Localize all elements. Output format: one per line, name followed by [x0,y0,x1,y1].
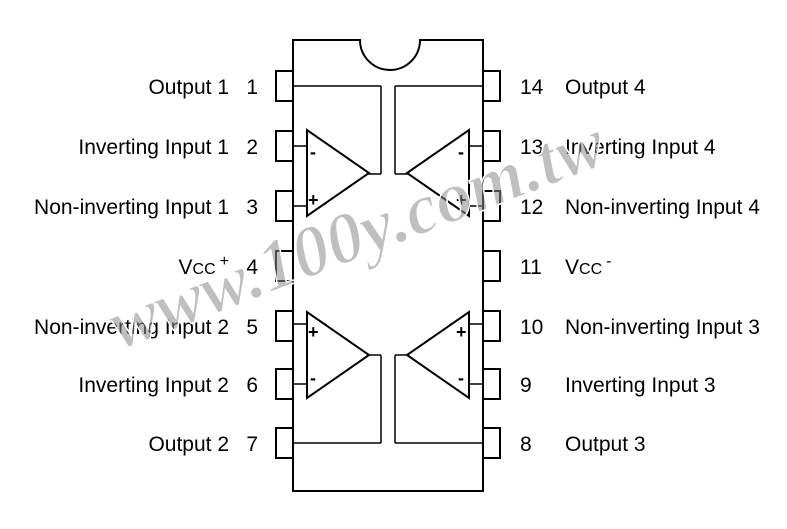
pin-label-11: VCC- [565,253,611,279]
pin-number-2: 2 [246,136,258,159]
pin-10-lead [482,310,501,342]
pin-number-12: 12 [520,196,543,219]
amp-3-plus-sign: + [456,322,467,342]
amp-2-triangle [306,310,371,400]
pin-label-13: Inverting Input 4 [565,136,716,159]
pin-6-lead [275,368,294,400]
amp-4-triangle [405,128,470,218]
pin-11-lead [482,250,501,282]
pin-9-lead [482,368,501,400]
pin-label-14: Output 4 [565,76,646,99]
vcc-polarity-superscript: - [606,253,611,270]
amp-1-wiring [293,85,382,207]
pin-number-3: 3 [246,196,258,219]
pin-2-lead [275,130,294,162]
amp-2-wiring [293,323,382,444]
pin-14-lead [482,70,501,102]
pin-label-5: Non-inverting Input 2 [34,316,229,339]
amp-4-minus-sign: - [458,142,464,162]
pin-7-lead [275,427,294,459]
pin-8-lead [482,427,501,459]
pin-number-8: 8 [520,433,532,456]
pin-label-9: Inverting Input 3 [565,374,716,397]
pin-5-lead [275,310,294,342]
pin-label-3: Non-inverting Input 1 [34,196,229,219]
amp-1-plus-sign: + [308,190,319,210]
pin-number-9: 9 [520,374,532,397]
amp-2-minus-sign: - [310,368,316,388]
chip-body [292,39,484,492]
pin-number-4: 4 [246,256,258,279]
pin-label-12: Non-inverting Input 4 [565,196,760,219]
pin-label-4: VCC+ [179,253,229,279]
pin-label-2: Inverting Input 1 [78,136,229,159]
amp-3-triangle [405,310,470,400]
pin-number-5: 5 [246,316,258,339]
amp-4-wiring [394,85,483,207]
amp-4-plus-sign: + [456,190,467,210]
pin-3-lead [275,190,294,222]
pin-number-14: 14 [520,76,544,99]
pin-number-7: 7 [246,433,258,456]
pin-label-8: Output 3 [565,433,646,456]
pin-number-10: 10 [520,316,543,339]
pin-label-10: Non-inverting Input 3 [565,316,760,339]
pin-4-lead [275,250,294,282]
amp-3-minus-sign: - [458,368,464,388]
pin-12-lead [482,190,501,222]
vcc-polarity-superscript: + [220,253,229,270]
pin-1-lead [275,70,294,102]
pin-label-6: Inverting Input 2 [78,374,229,397]
amp-1-minus-sign: - [310,142,316,162]
amp-1-triangle [306,128,371,218]
pin-13-lead [482,130,501,162]
pin-number-13: 13 [520,136,543,159]
pin-label-7: Output 2 [148,433,229,456]
pin-number-6: 6 [246,374,258,397]
pin-number-1: 1 [246,76,258,99]
pin-label-1: Output 1 [148,76,229,99]
amp-2-plus-sign: + [308,322,319,342]
pin-number-11: 11 [520,256,542,279]
